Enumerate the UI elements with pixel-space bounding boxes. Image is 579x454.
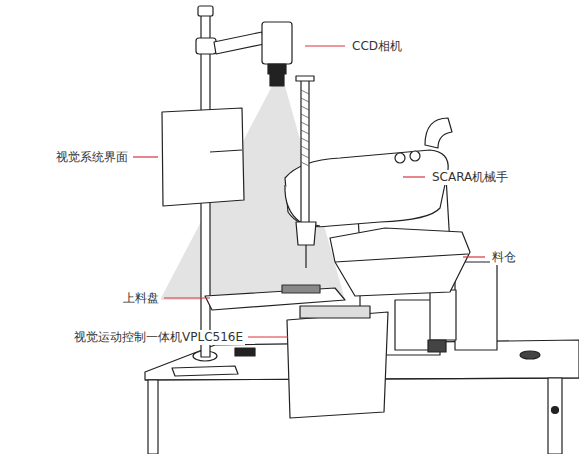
part-label: 视觉运动控制一体机VPLC516E: [72, 330, 245, 345]
part-label: CCD相机: [350, 39, 404, 54]
leader-line: [164, 297, 210, 298]
leader-line: [463, 256, 485, 257]
part-label: SCARA机械手: [430, 170, 510, 185]
part-label: 视觉系统界面: [54, 150, 130, 165]
leader-line: [403, 176, 425, 177]
leader-line: [248, 336, 288, 337]
leader-line: [305, 45, 345, 46]
part-label: 料仓: [490, 250, 518, 265]
leader-line: [133, 156, 158, 157]
part-label: 上料盘: [121, 291, 161, 306]
